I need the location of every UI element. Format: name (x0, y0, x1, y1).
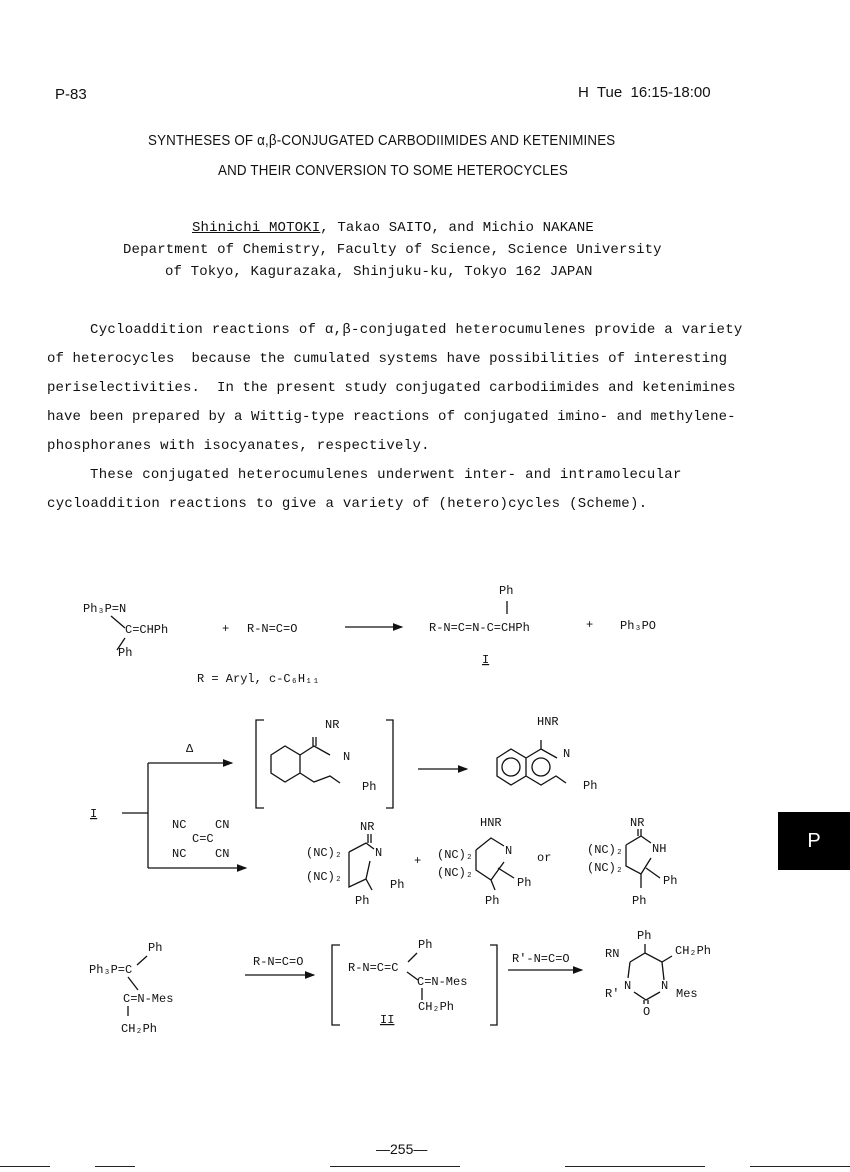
bottom-rule (0, 1166, 50, 1167)
body-line: phosphoranes with isocyanates, respectiv… (47, 438, 430, 454)
label: R' (605, 987, 619, 1001)
label: C=N-Mes (417, 975, 467, 989)
label: NR (630, 816, 644, 830)
label: NH (652, 842, 666, 856)
label: Ph (418, 938, 432, 952)
scheme-row-1: Ph₃P=N C=CHPh Ph + R-N=C=O Ph R-N=C=N-C=… (83, 584, 656, 686)
label: NR (325, 718, 339, 732)
label: HNR (537, 715, 559, 729)
section-tab-label: P (807, 829, 821, 852)
label: Ph (148, 941, 162, 955)
label: N (661, 979, 668, 993)
label: C=N-Mes (123, 992, 173, 1006)
label: RN (605, 947, 619, 961)
body-line: Cycloaddition reactions of α,β-conjugate… (90, 322, 743, 338)
label: C=C (192, 832, 214, 846)
affiliation-line-2: of Tokyo, Kagurazaka, Shinjuku-ku, Tokyo… (165, 264, 593, 280)
label: Ph₃PO (620, 619, 656, 633)
label: Ph (583, 779, 597, 793)
label: N (343, 750, 350, 764)
body-line: have been prepared by a Wittig-type reac… (47, 409, 736, 425)
bottom-rule (750, 1166, 850, 1167)
label: CN (215, 847, 229, 861)
bottom-rule (565, 1166, 705, 1167)
label: Δ (186, 742, 194, 756)
label: N (624, 979, 631, 993)
label: (NC)₂ (437, 866, 473, 880)
compound-label-II: II (380, 1013, 394, 1027)
label: R = Aryl, c-C₆H₁₁ (197, 672, 319, 686)
scheme-row-3: Ph Ph₃P=C C=N-Mes CH₂Ph R-N=C=O Ph R-N=C… (89, 929, 711, 1036)
section-tab: P (778, 812, 850, 870)
bottom-rule (95, 1166, 135, 1167)
label: Ph (485, 894, 499, 908)
label: C=CHPh (125, 623, 168, 637)
body-line: These conjugated heterocumulenes underwe… (90, 467, 682, 483)
label: HNR (480, 816, 502, 830)
label: Ph (118, 646, 132, 660)
label: R-N=C=O (247, 622, 297, 636)
co-authors: , Takao SAITO, and Michio NAKANE (320, 220, 594, 236)
label: (NC)₂ (306, 846, 342, 860)
label: CH₂Ph (418, 1000, 454, 1014)
label: NC (172, 847, 186, 861)
label: Ph (517, 876, 531, 890)
scheme-row-2: I Δ NC CN C=C NC CN NR N Ph HNR N Ph NR … (90, 715, 677, 908)
session-time: H Tue 16:15-18:00 (578, 84, 711, 101)
body-line: cycloaddition reactions to give a variet… (47, 496, 648, 512)
presenting-author: Shinichi MOTOKI (192, 220, 321, 236)
label: CN (215, 818, 229, 832)
label: N (563, 747, 570, 761)
label: R-N=C=C (348, 961, 398, 975)
label: CH₂Ph (675, 944, 711, 958)
label: Ph (362, 780, 376, 794)
label: CH₂Ph (121, 1022, 157, 1036)
label: R'-N=C=O (512, 952, 570, 966)
label: Ph (637, 929, 651, 943)
label: N (375, 846, 382, 860)
label: R-N=C=N-C=CHPh (429, 621, 530, 635)
label: Ph (663, 874, 677, 888)
authors: Shinichi MOTOKI, Takao SAITO, and Michio… (192, 220, 594, 236)
label: N (505, 844, 512, 858)
body-line: of heterocycles because the cumulated sy… (47, 351, 728, 367)
label: O (643, 1005, 650, 1019)
label: + (586, 618, 593, 632)
bottom-rule (330, 1166, 460, 1167)
label: (NC)₂ (587, 861, 623, 875)
label: (NC)₂ (306, 870, 342, 884)
label: NC (172, 818, 186, 832)
label: (NC)₂ (587, 843, 623, 857)
page-number: —255— (376, 1141, 428, 1157)
label: or (537, 851, 551, 865)
label: R-N=C=O (253, 955, 303, 969)
title-line-1: SYNTHESES OF α,β-CONJUGATED CARBODIIMIDE… (148, 133, 616, 149)
label: NR (360, 820, 374, 834)
compound-label-I: I (482, 653, 489, 667)
affiliation-line-1: Department of Chemistry, Faculty of Scie… (123, 242, 662, 258)
label: Ph (499, 584, 513, 598)
label: Ph (632, 894, 646, 908)
abstract-number: P-83 (55, 86, 87, 103)
label: Ph (390, 878, 404, 892)
label: (NC)₂ (437, 848, 473, 862)
label: + (414, 854, 421, 868)
compound-label-I: I (90, 807, 97, 821)
label: Ph₃P=N (83, 602, 126, 616)
label: Ph₃P=C (89, 963, 132, 977)
label: Mes (676, 987, 698, 1001)
label: + (222, 622, 229, 636)
body-line: periselectivities. In the present study … (47, 380, 736, 396)
title-line-2: AND THEIR CONVERSION TO SOME HETEROCYCLE… (218, 163, 569, 179)
label: Ph (355, 894, 369, 908)
